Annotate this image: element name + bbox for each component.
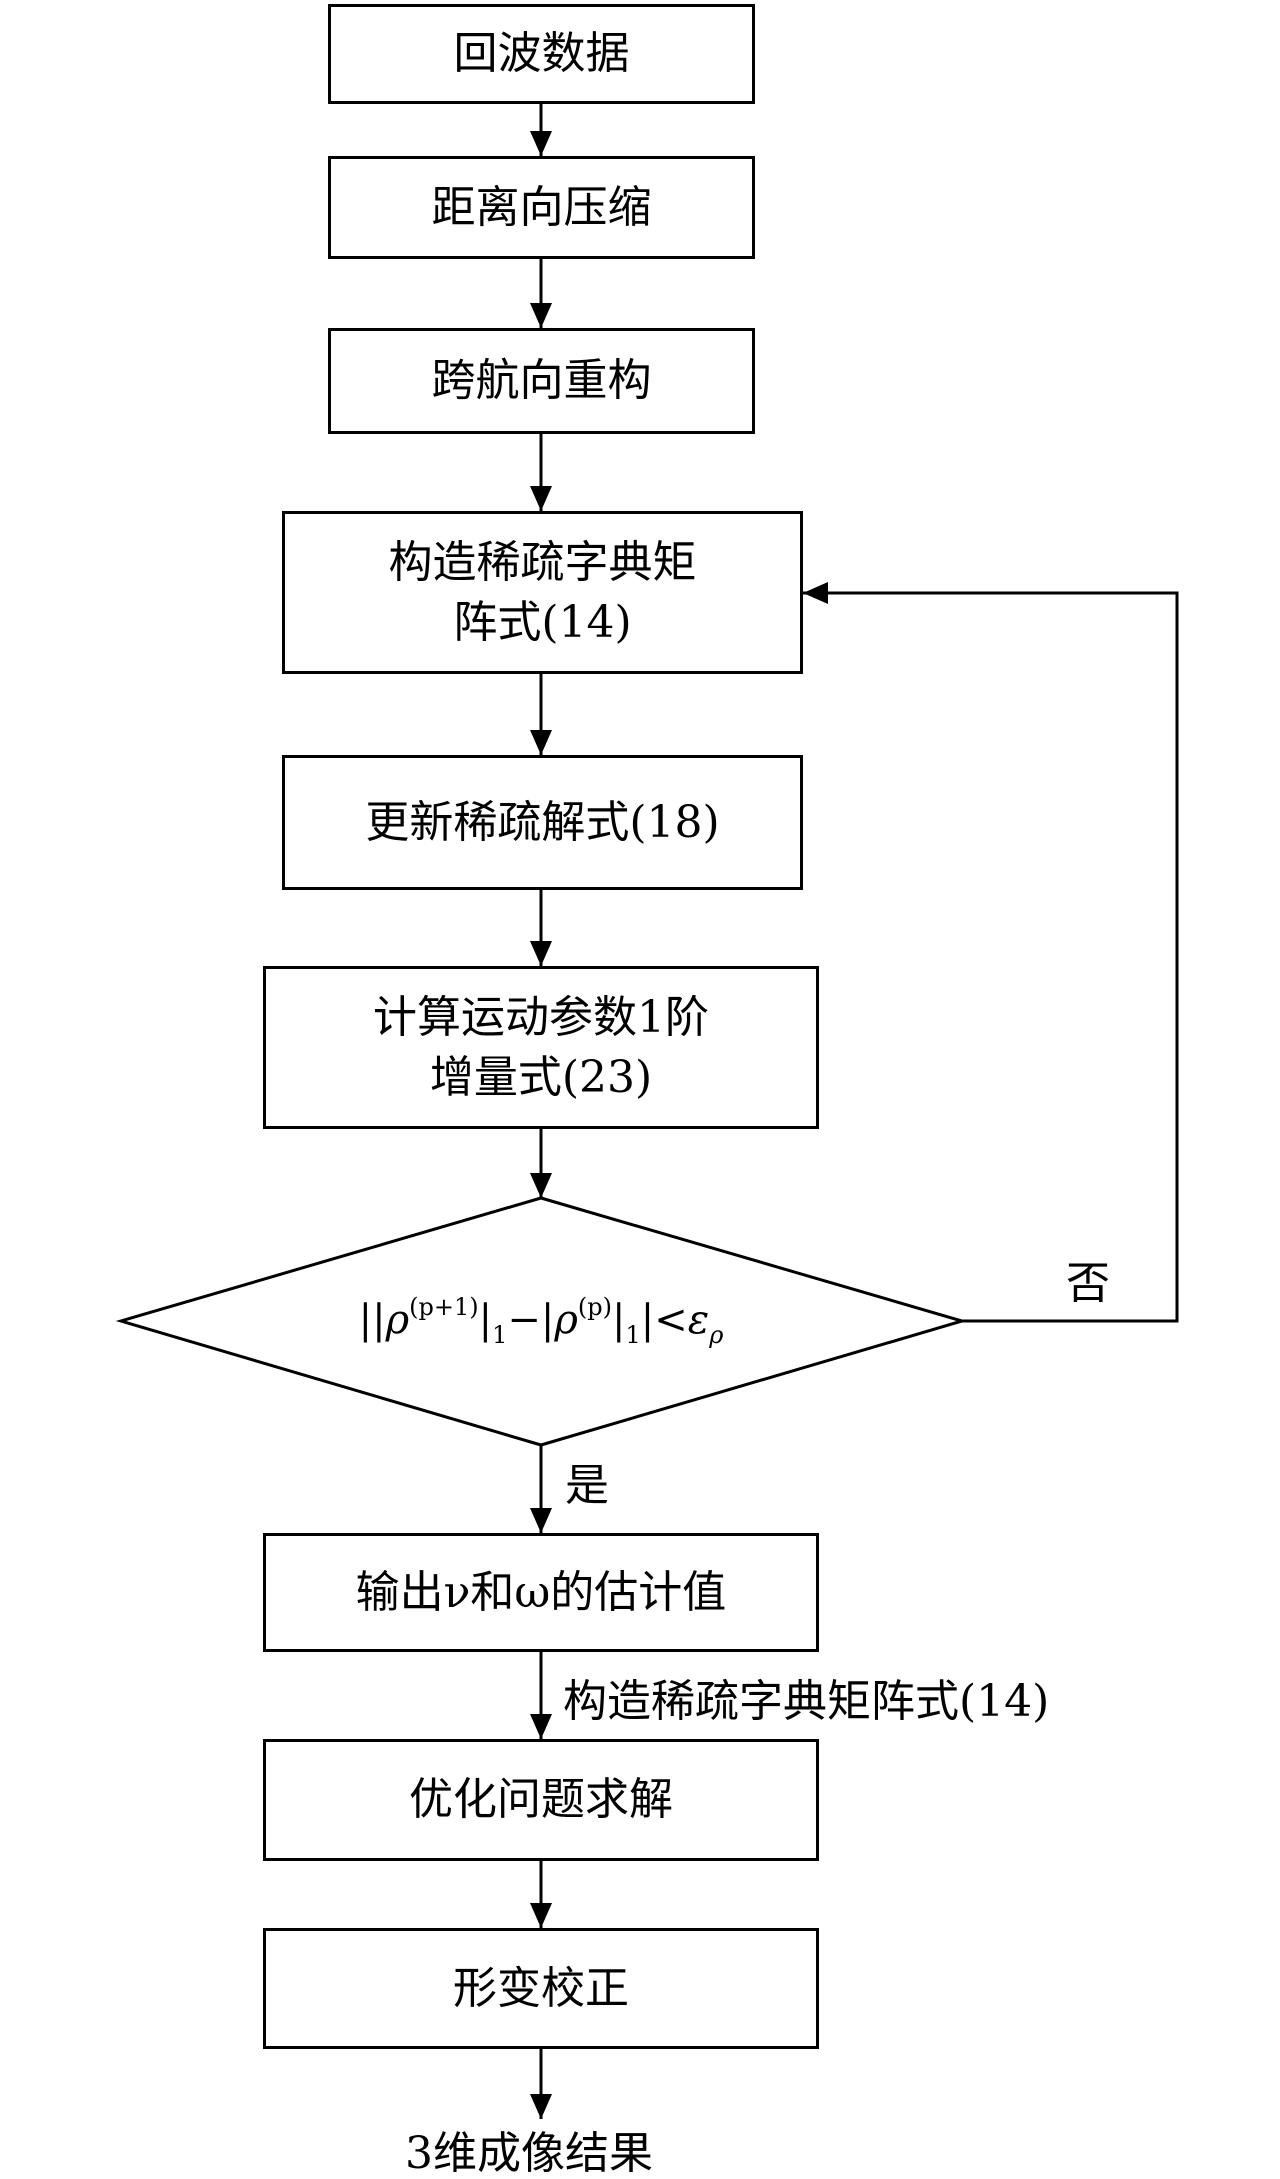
- loop-back-connector: [803, 591, 1179, 1323]
- arrowhead-decision-7: [530, 1508, 552, 1533]
- arrowhead-9-result: [530, 2094, 552, 2119]
- step-output-estimates: 输出ν和ω的估计值: [263, 1533, 819, 1652]
- arrowhead-2-3: [530, 303, 552, 328]
- formula-subscript: 1: [625, 1321, 641, 1349]
- step-label: 跨航向重构: [431, 355, 652, 406]
- formula-rho: ρ: [385, 1297, 410, 1343]
- formula-minus: −|: [507, 1297, 555, 1343]
- formula-superscript: (p+1): [409, 1293, 479, 1321]
- decision-condition: ||ρ(p+1)|1−|ρ(p)|1|<ερ: [359, 1293, 724, 1349]
- step-label: 距离向压缩: [431, 181, 652, 233]
- step-compute-increment: 计算运动参数1阶 增量式(23): [263, 966, 819, 1129]
- step-optimization-solve: 优化问题求解: [263, 1739, 819, 1861]
- step-build-dictionary: 构造稀疏字典矩 阵式(14): [282, 511, 803, 674]
- step-label-line-2: 阵式(14): [453, 596, 632, 648]
- decision-yes-label: 是: [565, 1460, 609, 1511]
- decision-diamond: [115, 1196, 968, 1447]
- step-label: 回波数据: [453, 28, 630, 79]
- arrowhead-7-8: [530, 1714, 552, 1739]
- formula-less-than: |<: [640, 1297, 688, 1343]
- arrowhead-1-2: [530, 131, 552, 156]
- step-label: 输出ν和ω的估计值: [355, 1566, 727, 1618]
- arrowhead-3-4: [530, 486, 552, 511]
- decision-no-label: 否: [1066, 1258, 1110, 1309]
- arrowhead-loop-back: [803, 582, 828, 604]
- step-label-line-2: 增量式(23): [429, 1051, 653, 1103]
- arrowhead-4-5: [530, 730, 552, 755]
- formula-superscript: (p): [577, 1293, 612, 1321]
- formula-open-bars: ||: [358, 1297, 386, 1343]
- step-label: 优化问题求解: [409, 1774, 673, 1825]
- step-label-line-1: 构造稀疏字典矩: [388, 536, 697, 588]
- step-label: 更新稀疏解式(18): [365, 796, 720, 848]
- arrowhead-5-6: [530, 941, 552, 966]
- final-result-label: 3维成像结果: [405, 2128, 653, 2179]
- step-range-compression: 距离向压缩: [328, 156, 755, 259]
- arrowhead-8-9: [530, 1903, 552, 1928]
- step-deformation-correction: 形变校正: [263, 1928, 819, 2049]
- step-echo-data: 回波数据: [328, 4, 755, 104]
- edge-label-build-dictionary: 构造稀疏字典矩阵式(14): [563, 1676, 1050, 1727]
- arrowhead-6-decision: [530, 1173, 552, 1198]
- formula-subscript: ρ: [709, 1321, 724, 1349]
- step-label-line-1: 计算运动参数1阶: [373, 991, 709, 1043]
- formula-subscript: 1: [492, 1321, 508, 1349]
- formula-rho: ρ: [554, 1297, 578, 1343]
- step-update-sparse-solution: 更新稀疏解式(18): [282, 755, 803, 890]
- formula-epsilon: ε: [687, 1297, 710, 1343]
- step-cross-track-reconstruction: 跨航向重构: [328, 328, 755, 434]
- formula-bar: |: [611, 1297, 626, 1343]
- step-label: 形变校正: [453, 1962, 629, 2014]
- formula-bar: |: [478, 1297, 493, 1343]
